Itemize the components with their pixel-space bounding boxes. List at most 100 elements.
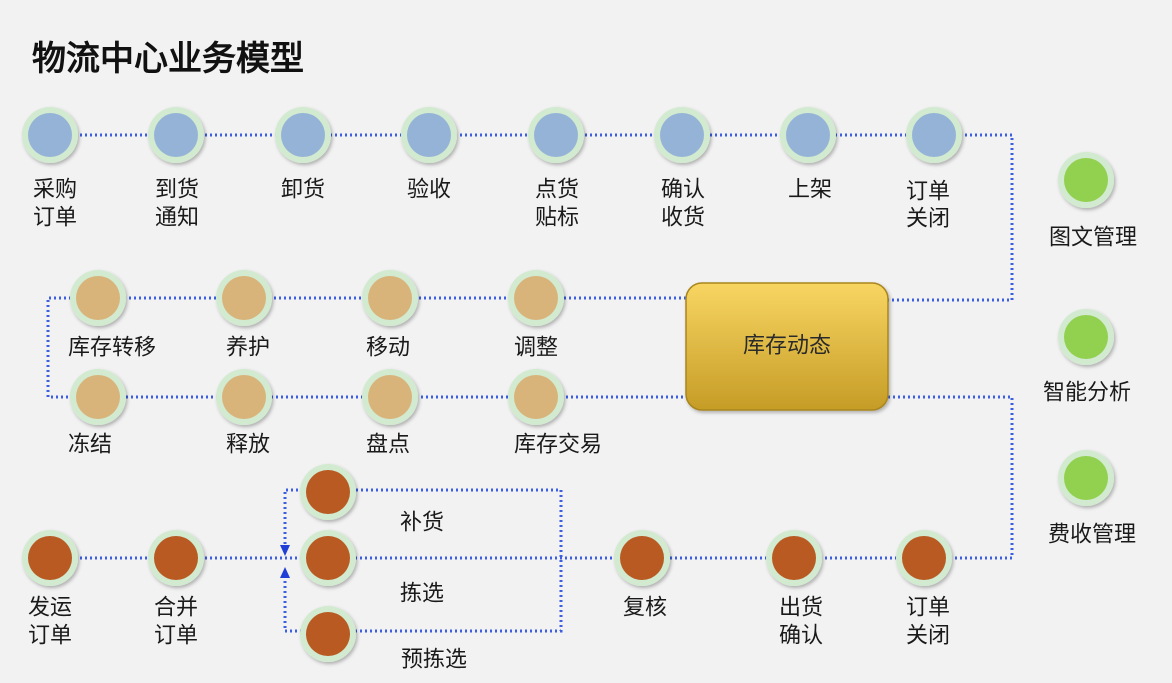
node-dot xyxy=(222,276,266,320)
inventory-hub-box xyxy=(685,282,889,411)
node-purchase-order: 采购 订单 xyxy=(22,107,78,231)
node-label: 验收 xyxy=(407,178,451,203)
node-dot xyxy=(154,113,198,157)
node-label: 补货 xyxy=(400,511,444,536)
node-dot xyxy=(514,375,558,419)
node-dot xyxy=(407,113,451,157)
node-intelligent-analysis: 智能分析 xyxy=(1043,309,1131,406)
node-label: 点货 xyxy=(535,178,579,203)
node-label: 复核 xyxy=(623,596,667,621)
node-label: 订单 xyxy=(906,596,950,621)
node-label: 库存交易 xyxy=(514,433,602,458)
node-confirm-receipt: 确认 收货 xyxy=(654,107,710,231)
node-dot xyxy=(1064,315,1108,359)
node-label: 订单 xyxy=(33,206,77,231)
node-ship-confirm: 出货 确认 xyxy=(766,530,823,649)
node-arrival-notice: 到货 通知 xyxy=(148,107,204,231)
node-inspection: 验收 xyxy=(401,107,457,203)
node-label: 采购 xyxy=(33,178,77,203)
node-release: 释放 xyxy=(216,369,272,458)
node-dot xyxy=(534,113,578,157)
node-dot xyxy=(1064,158,1108,202)
inventory-hub-label: 库存动态 xyxy=(743,334,831,359)
node-label: 确认 xyxy=(661,178,705,203)
node-label: 订单 xyxy=(906,180,950,205)
node-dot xyxy=(281,113,325,157)
node-graphic-management: 图文管理 xyxy=(1049,152,1137,251)
node-pre-pick: 预拣选 xyxy=(300,606,467,673)
node-label: 库存转移 xyxy=(68,336,156,361)
node-label: 订单 xyxy=(154,624,198,649)
node-label: 拣选 xyxy=(400,582,444,607)
outbound-flow-line xyxy=(50,395,1014,560)
node-dot xyxy=(514,276,558,320)
node-freeze: 冻结 xyxy=(68,369,126,458)
node-recheck: 复核 xyxy=(614,530,670,621)
node-dot xyxy=(76,375,120,419)
node-label: 费收管理 xyxy=(1048,523,1136,548)
node-label: 冻结 xyxy=(68,433,112,458)
node-label: 出货 xyxy=(779,596,823,621)
node-label: 关闭 xyxy=(906,624,950,649)
node-dot xyxy=(306,612,350,656)
node-putaway: 上架 xyxy=(780,107,836,203)
node-dot xyxy=(28,536,72,580)
node-count-label: 点货 贴标 xyxy=(528,107,584,231)
node-dot xyxy=(902,536,946,580)
node-label: 收货 xyxy=(661,206,705,231)
node-dot xyxy=(772,536,816,580)
node-maintenance: 养护 xyxy=(216,270,272,361)
node-move: 移动 xyxy=(362,270,418,361)
node-dot xyxy=(154,536,198,580)
node-stocktake: 盘点 xyxy=(362,369,418,458)
node-dot xyxy=(306,470,350,514)
node-label: 确认 xyxy=(779,624,823,649)
node-label: 合并 xyxy=(154,596,198,621)
node-dot xyxy=(786,113,830,157)
node-label: 发运 xyxy=(28,596,72,621)
node-unloading: 卸货 xyxy=(275,107,331,203)
inventory-bottom-row: 冻结 释放 盘点 库存交易 xyxy=(68,369,602,458)
node-dot xyxy=(1064,456,1108,500)
inbound-row: 采购 订单 到货 通知 卸货 验收 点货 贴标 确认 xyxy=(22,107,962,232)
outbound-row: 发运 订单 合并 订单 补货 拣选 预拣选 xyxy=(22,464,952,673)
node-label: 移动 xyxy=(366,336,410,361)
node-inventory-trade: 库存交易 xyxy=(508,369,602,458)
page-title: 物流中心业务模型 xyxy=(32,39,304,79)
arrow-down-icon xyxy=(280,545,290,556)
management-column: 图文管理 智能分析 费收管理 xyxy=(1043,152,1137,548)
node-label: 智能分析 xyxy=(1043,381,1131,406)
node-inventory-transfer: 库存转移 xyxy=(68,270,156,361)
node-dot xyxy=(76,276,120,320)
node-label: 到货 xyxy=(155,178,199,203)
node-dot xyxy=(222,375,266,419)
inventory-hub: 库存动态 xyxy=(685,282,889,411)
node-label: 贴标 xyxy=(535,206,579,231)
inventory-top-row: 库存转移 养护 移动 调整 xyxy=(68,270,564,361)
node-label: 订单 xyxy=(28,624,72,649)
node-label: 通知 xyxy=(155,206,199,231)
node-label: 上架 xyxy=(788,178,832,203)
node-replenish: 补货 xyxy=(300,464,444,536)
node-label: 养护 xyxy=(226,336,270,361)
node-dot xyxy=(660,113,704,157)
node-label: 调整 xyxy=(514,336,558,361)
node-label: 图文管理 xyxy=(1049,226,1137,251)
node-dot xyxy=(620,536,664,580)
node-label: 预拣选 xyxy=(401,648,467,673)
picking-loop-line xyxy=(283,488,563,633)
arrow-up-icon xyxy=(280,567,290,578)
node-adjust: 调整 xyxy=(508,270,564,361)
node-inbound-order-close: 订单 关闭 xyxy=(906,107,962,232)
node-dot xyxy=(368,375,412,419)
node-shipping-order: 发运 订单 xyxy=(22,530,78,649)
node-outbound-order-close: 订单 关闭 xyxy=(896,530,952,649)
node-merge-order: 合并 订单 xyxy=(148,530,204,649)
node-label: 关闭 xyxy=(906,207,950,232)
picking-group: 补货 拣选 预拣选 xyxy=(300,464,467,673)
node-fee-management: 费收管理 xyxy=(1048,450,1136,548)
node-dot xyxy=(306,536,350,580)
node-label: 释放 xyxy=(226,433,270,458)
node-label: 盘点 xyxy=(366,433,410,458)
